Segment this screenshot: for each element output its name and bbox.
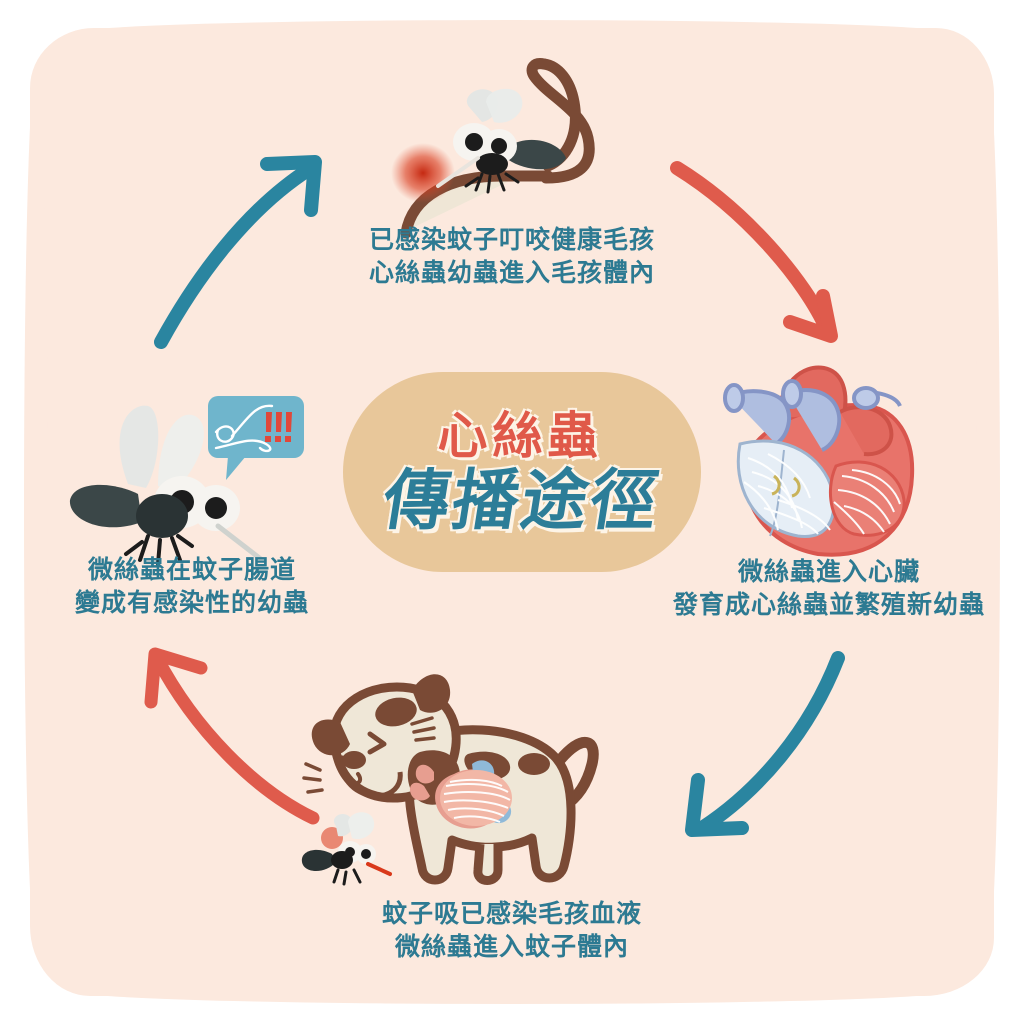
arrow-top-right	[655, 150, 855, 360]
caption-bottom-line-1: 蚊子吸已感染毛孩血液	[381, 900, 643, 928]
title-line-2: 傳播途徑	[378, 463, 666, 537]
caption-step-right: 微絲蟲進入心臟 發育成心絲蟲並繁殖新幼蟲	[664, 556, 994, 622]
caption-step-top: 已感染蚊子叮咬健康毛孩 心絲蟲幼蟲進入毛孩體內	[369, 224, 655, 290]
arrow-bottom-left	[135, 640, 335, 840]
caption-right-line-1: 微絲蟲進入心臟	[737, 558, 920, 586]
illustration-mosquito-biting-dog	[391, 58, 628, 239]
caption-step-left: 微絲蟲在蚊子腸道 變成有感染性的幼蟲	[42, 554, 342, 620]
caption-top-line-2: 心絲蟲幼蟲進入毛孩體內	[368, 259, 656, 287]
caption-step-bottom: 蚊子吸已感染毛孩血液 微絲蟲進入蚊子體內	[382, 898, 642, 964]
center-title-card: 心絲蟲 傳播途徑	[343, 372, 701, 572]
caption-right-line-2: 發育成心絲蟲並繁殖新幼蟲	[672, 591, 985, 619]
illustration-sad-dog-with-heart	[292, 660, 632, 905]
caption-bottom-line-2: 微絲蟲進入蚊子體內	[394, 933, 630, 961]
speech-bubble	[208, 396, 304, 480]
illustration-heart-with-worms	[718, 358, 928, 563]
arrow-top-left	[145, 150, 335, 360]
panel-edge-top	[76, 20, 950, 46]
title-line-1: 心絲蟲	[437, 408, 603, 464]
caption-left-line-2: 變成有感染性的幼蟲	[74, 589, 309, 617]
arrow-bottom-right	[660, 650, 860, 850]
panel-edge-bottom	[74, 978, 950, 1004]
illustration-mosquito-with-larvae-bubble	[60, 388, 310, 566]
caption-top-line-1: 已感染蚊子叮咬健康毛孩	[368, 226, 656, 254]
caption-left-line-1: 微絲蟲在蚊子腸道	[87, 556, 296, 584]
